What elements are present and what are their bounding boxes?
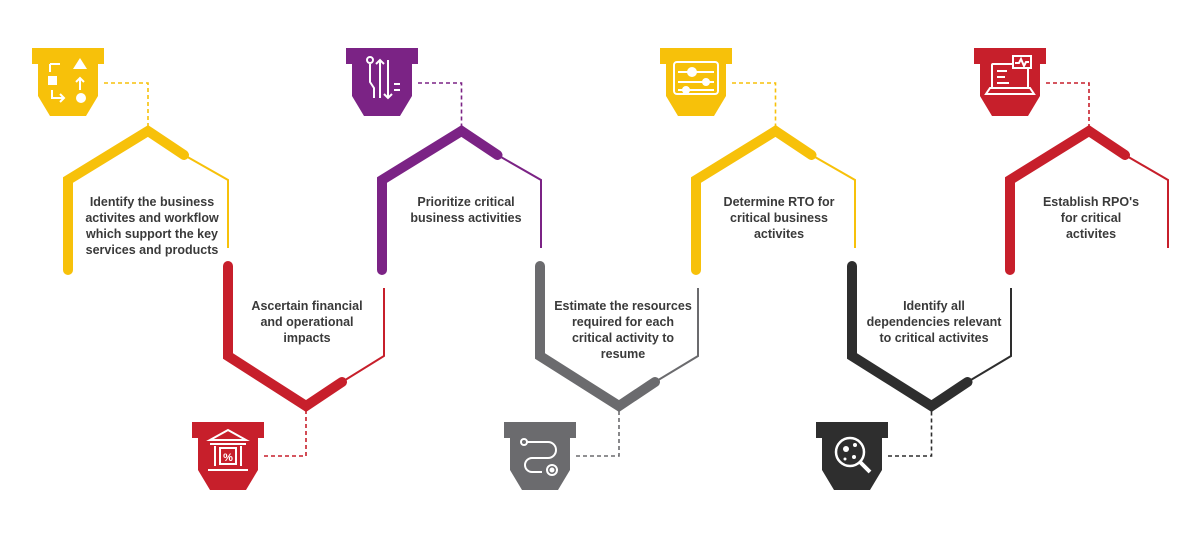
- step-6-connector: [888, 406, 933, 457]
- step-1-hexagon: [63, 82, 229, 275]
- step-6-thick-stroke: [847, 261, 973, 412]
- step-6-thin-stroke: [966, 288, 1012, 383]
- step-3-thick-stroke: [377, 125, 503, 275]
- step-1-text: Identify the business activites and work…: [85, 195, 219, 257]
- step-5-connector: [732, 82, 777, 131]
- step-4-hexagon: [535, 261, 699, 457]
- step-3-thin-stroke: [497, 154, 542, 248]
- sort-arrows-icon: [346, 48, 418, 116]
- step-7-hexagon: [1005, 82, 1169, 275]
- step-6-text: Identify all dependencies relevant to cr…: [866, 299, 1002, 345]
- svg-text:%: %: [223, 452, 233, 464]
- step-4-thick-stroke: [535, 261, 660, 412]
- step-7-thick-stroke: [1005, 125, 1130, 275]
- step-5-hexagon: [691, 82, 856, 275]
- step-2-thick-stroke: [223, 261, 347, 412]
- workflow-shapes-icon: [32, 48, 104, 116]
- step-3-hexagon: [377, 82, 542, 275]
- settings-sliders-icon: [660, 48, 732, 116]
- step-4-connector: [576, 406, 620, 457]
- step-1-thick-stroke: [63, 125, 189, 275]
- laptop-dashboard-icon: [974, 48, 1046, 116]
- step-2-hexagon: [223, 261, 385, 457]
- step-6-hexagon: [847, 261, 1012, 457]
- route-target-icon: [504, 422, 576, 490]
- step-2-connector: [264, 406, 307, 457]
- step-4-thin-stroke: [654, 288, 699, 383]
- step-4-text: Estimate the resources required for each…: [554, 299, 692, 361]
- step-5-thin-stroke: [811, 154, 856, 248]
- bank-percent-icon: %: [192, 422, 264, 490]
- step-7-thin-stroke: [1124, 154, 1169, 248]
- step-5-thick-stroke: [691, 125, 817, 275]
- step-3-connector: [418, 82, 463, 131]
- magnifier-network-icon: [816, 422, 888, 490]
- step-2-text: Ascertain financial and operational impa…: [251, 299, 363, 345]
- step-1-connector: [104, 82, 149, 131]
- step-5-text: Determine RTO for critical business acti…: [723, 195, 835, 241]
- step-3-text: Prioritize critical business activities: [410, 195, 522, 225]
- step-1-thin-stroke: [183, 154, 229, 248]
- step-7-text: Establish RPO's for critical activites: [1042, 195, 1140, 241]
- step-7-connector: [1046, 82, 1090, 131]
- step-2-thin-stroke: [341, 288, 385, 383]
